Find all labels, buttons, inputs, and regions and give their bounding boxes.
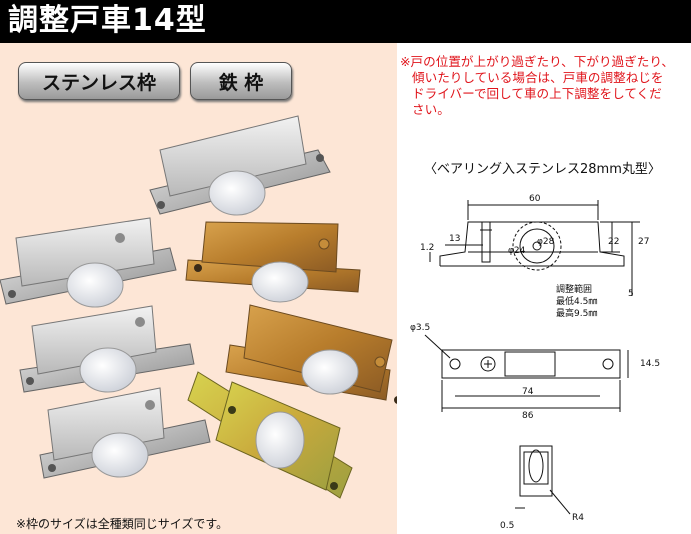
product-photos [0,115,397,499]
dim-5: 5 [628,289,634,299]
page-title: 調整戸車14型 [8,3,207,38]
stainless-roller-photo [149,115,331,216]
dim-0-5: 0.5 [500,521,514,531]
dim-14-5: 14.5 [640,359,660,369]
dim-13: 13 [449,234,460,244]
dim-phi3-5: φ3.5 [410,323,430,333]
note-line: さい。 [412,102,450,117]
adjust-range-max: 最高9.5㎜ [556,307,597,319]
dim-27: 27 [638,237,649,247]
note-line: ※戸の位置が上がり過ぎたり、下がり過ぎたり、 [400,54,675,69]
note-line: 傾いたりしている場合は、戸車の調整ねじを [412,70,664,85]
dim-86: 86 [522,411,534,421]
stainless-roller-photo [0,217,177,308]
stainless-frame-button[interactable]: ステンレス枠 [18,62,180,100]
adjust-range-title: 調整範囲 [556,283,592,295]
frame-size-note: ※枠のサイズは全種類同じサイズです。 [16,517,229,531]
dim-phi28: φ28 [537,237,555,247]
dim-r4: R4 [572,513,584,523]
dim-1-2: 1.2 [420,243,434,253]
dim-22: 22 [608,237,619,247]
technical-drawing: 60 13 1.2 φ28 φ24 22 27 5 調整範囲 最低4.5㎜ 最高… [410,194,660,531]
dim-phi24: φ24 [508,246,526,256]
diagram-title: 〈ベアリング入ステンレス28mm丸型〉 [424,162,661,177]
adjust-range-min: 最低4.5㎜ [556,295,597,307]
stainless-roller-photo [19,305,195,393]
iron-roller-photo [187,371,353,499]
dim-60: 60 [529,194,541,204]
stainless-roller-photo [39,387,211,479]
iron-roller-photo [225,304,397,404]
iron-roller-photo [185,221,361,303]
adjustment-note: ※戸の位置が上がり過ぎたり、下がり過ぎたり、 傾いたりしている場合は、戸車の調整… [400,54,690,118]
note-line: ドライバーで回して車の上下調整をしてくだ [412,86,662,101]
header-bar: 調整戸車14型 [0,0,691,43]
dim-74: 74 [522,387,534,397]
iron-frame-button[interactable]: 鉄 枠 [190,62,292,100]
